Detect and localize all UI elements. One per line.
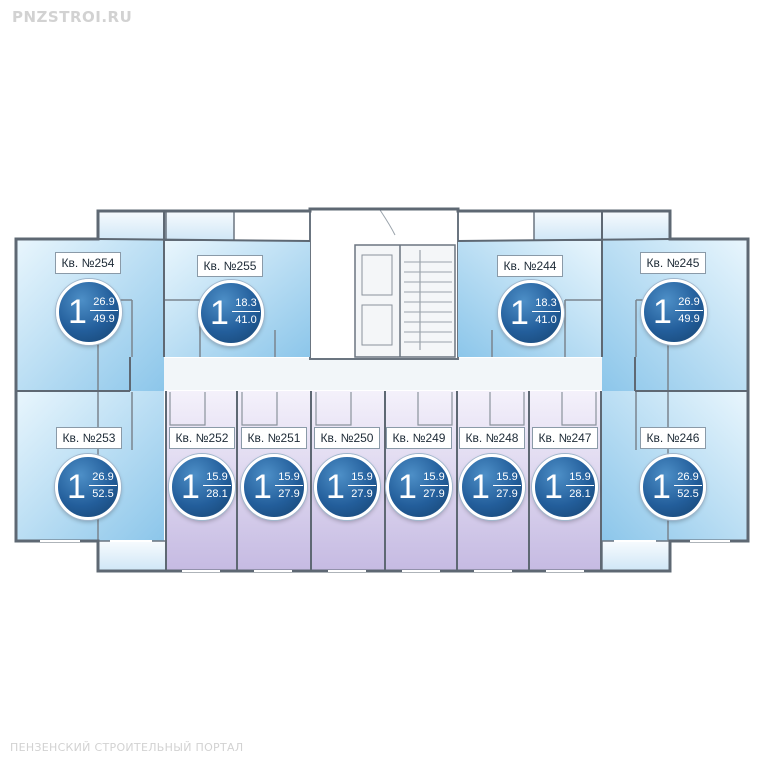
living-area: 26.9 [675, 296, 703, 311]
room-count: 1 [210, 294, 229, 332]
unit-partitions [169, 392, 597, 426]
apartment-badge-253: 1 26.9 52.5 [55, 454, 121, 520]
apartment-label-245: Кв. №245 [640, 252, 706, 274]
room-count: 1 [398, 468, 417, 506]
apartment-label-251: Кв. №251 [241, 427, 307, 449]
unit-dividers [16, 211, 748, 571]
living-area: 26.9 [90, 296, 118, 311]
total-area: 28.1 [569, 488, 591, 500]
room-count: 1 [253, 468, 272, 506]
living-area: 26.9 [89, 471, 117, 486]
room-count: 1 [544, 468, 563, 506]
total-area: 49.9 [93, 313, 115, 325]
total-area: 41.0 [535, 314, 557, 326]
total-area: 27.9 [351, 488, 373, 500]
living-area: 15.9 [275, 471, 303, 486]
living-area: 15.9 [420, 471, 448, 486]
apartment-badge-254: 1 26.9 49.9 [56, 279, 122, 345]
site-footer-watermark: ПЕНЗЕНСКИЙ СТРОИТЕЛЬНЫЙ ПОРТАЛ [10, 741, 244, 754]
living-area: 18.3 [532, 297, 560, 312]
room-count: 1 [326, 468, 345, 506]
apartment-badge-246: 1 26.9 52.5 [640, 454, 706, 520]
room-count: 1 [68, 293, 87, 331]
apartment-label-253: Кв. №253 [56, 427, 122, 449]
apartment-label-250: Кв. №250 [314, 427, 380, 449]
apartment-label-254: Кв. №254 [55, 252, 121, 274]
total-area: 49.9 [678, 313, 700, 325]
apartment-label-246: Кв. №246 [640, 427, 706, 449]
living-area: 15.9 [203, 471, 231, 486]
apartment-badge-247: 1 15.9 28.1 [532, 454, 598, 520]
apartment-badge-244: 1 18.3 41.0 [498, 280, 564, 346]
room-count: 1 [652, 468, 671, 506]
room-count: 1 [510, 294, 529, 332]
apartment-label-247: Кв. №247 [532, 427, 598, 449]
room-count: 1 [471, 468, 490, 506]
total-area: 27.9 [278, 488, 300, 500]
living-area: 15.9 [566, 471, 594, 486]
living-area: 15.9 [493, 471, 521, 486]
total-area: 27.9 [496, 488, 518, 500]
total-area: 41.0 [235, 314, 257, 326]
living-area: 15.9 [348, 471, 376, 486]
apartment-label-248: Кв. №248 [459, 427, 525, 449]
room-count: 1 [181, 468, 200, 506]
total-area: 52.5 [92, 488, 114, 500]
total-area: 28.1 [206, 488, 228, 500]
apartment-label-255: Кв. №255 [197, 255, 263, 277]
apartment-label-252: Кв. №252 [169, 427, 235, 449]
site-watermark: PNZSTROI.RU [12, 8, 133, 26]
windows [40, 540, 730, 572]
apartment-badge-249: 1 15.9 27.9 [386, 454, 452, 520]
apartment-label-244: Кв. №244 [497, 255, 563, 277]
corridor [130, 358, 635, 390]
stair-core [309, 208, 459, 360]
total-area: 27.9 [423, 488, 445, 500]
living-area: 18.3 [232, 297, 260, 312]
apartment-badge-252: 1 15.9 28.1 [169, 454, 235, 520]
living-area: 26.9 [674, 471, 702, 486]
apartment-badge-245: 1 26.9 49.9 [641, 279, 707, 345]
apartment-badge-250: 1 15.9 27.9 [314, 454, 380, 520]
room-count: 1 [67, 468, 86, 506]
total-area: 52.5 [677, 488, 699, 500]
apartment-badge-255: 1 18.3 41.0 [198, 280, 264, 346]
room-count: 1 [653, 293, 672, 331]
apartment-badge-251: 1 15.9 27.9 [241, 454, 307, 520]
apartment-label-249: Кв. №249 [386, 427, 452, 449]
apartment-badge-248: 1 15.9 27.9 [459, 454, 525, 520]
